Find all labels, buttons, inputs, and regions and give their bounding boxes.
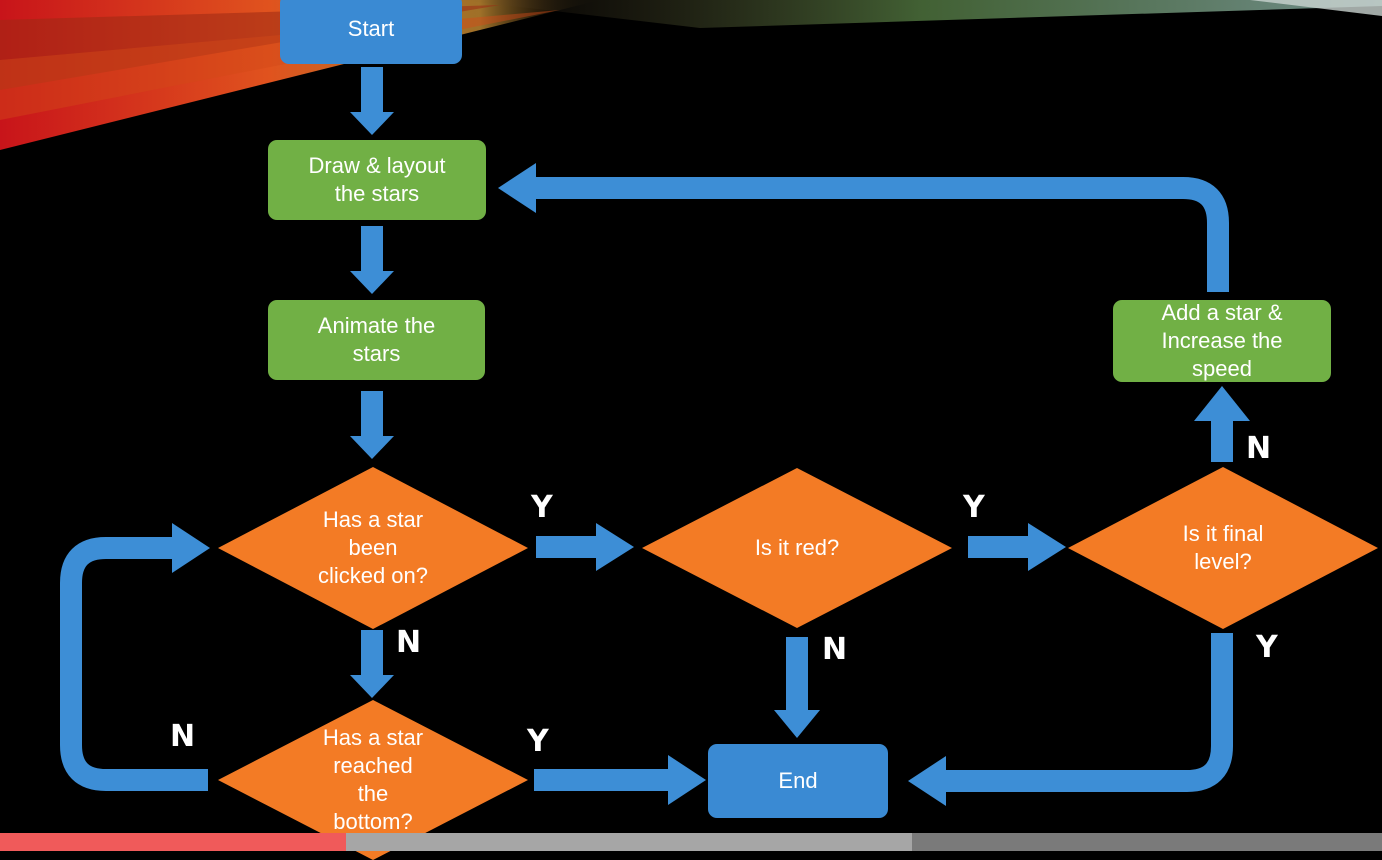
arrow-final-to-end [944, 633, 1233, 792]
clicked-yes-label: Y [531, 490, 553, 525]
start-node: Start [280, 0, 462, 64]
final-level-label: Is it final level? [1182, 521, 1264, 574]
add-star-label: Add a star & Increase the speed [1161, 300, 1283, 381]
reached-bottom-label: Has a star reached the bottom? [322, 725, 424, 834]
arrow-start-to-draw [350, 67, 394, 135]
arrow-addstar-loop-to-draw [534, 177, 1229, 292]
progress-remaining [912, 833, 1382, 851]
arrow-bottom-to-end [534, 755, 706, 805]
background-streak [0, 0, 1382, 150]
add-star-node: Add a star & Increase the speed [1113, 300, 1331, 382]
draw-layout-label: Draw & layout the stars [308, 153, 446, 206]
draw-layout-node: Draw & layout the stars [268, 140, 486, 220]
arrow-animate-to-clicked [350, 391, 394, 459]
clicked-no-label: N [396, 625, 422, 660]
arrow-bottom-loop-to-clicked [60, 537, 208, 791]
arrow-draw-to-animate [350, 226, 394, 294]
start-label: Start [347, 16, 395, 41]
arrowhead-bottom-no-loop [172, 523, 210, 573]
bottom-yes-label: Y [527, 724, 549, 759]
final-yes-label: Y [1256, 630, 1278, 665]
arrow-clicked-to-red [536, 523, 634, 571]
red-yes-label: Y [963, 490, 985, 525]
arrowhead-loop-to-draw [498, 163, 536, 213]
video-progress-bar[interactable] [0, 833, 1382, 851]
arrow-clicked-to-bottom [350, 630, 394, 698]
arrow-red-to-end [774, 637, 820, 738]
arrowhead-final-to-end [908, 756, 946, 806]
end-node: End [708, 744, 888, 818]
red-no-label: N [822, 632, 848, 667]
final-no-label: N [1246, 431, 1272, 466]
is-red-label: Is it red? [754, 535, 840, 560]
clicked-label: Has a star been clicked on? [317, 507, 429, 588]
progress-buffered [346, 833, 912, 851]
arrow-red-to-final [968, 523, 1066, 571]
bottom-no-label: N [170, 719, 196, 754]
progress-played [0, 833, 346, 851]
animate-node: Animate the stars [268, 300, 485, 380]
arrow-final-to-addstar [1194, 386, 1250, 462]
animate-label: Animate the stars [317, 313, 436, 366]
end-label: End [778, 768, 818, 793]
